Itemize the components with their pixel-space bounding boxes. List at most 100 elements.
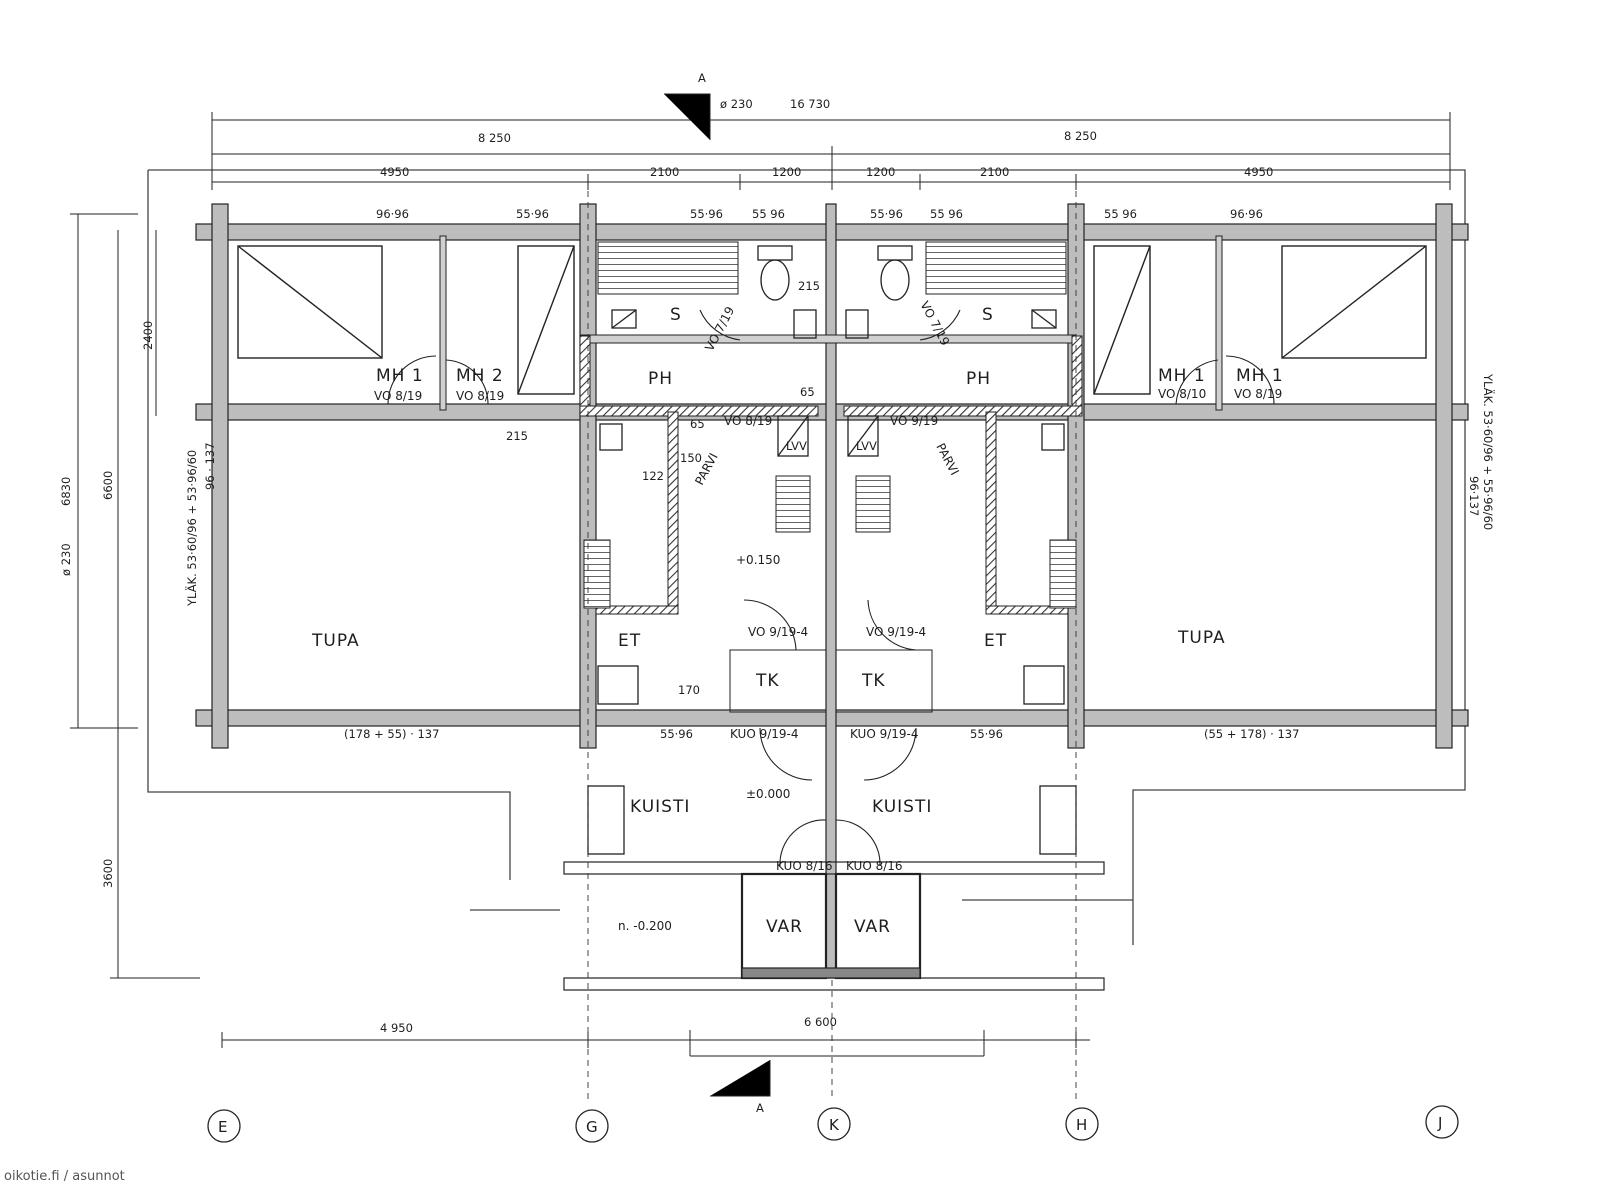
exterior-walls bbox=[195, 203, 1469, 975]
window-label: 55 96 bbox=[930, 207, 963, 221]
dim-left-6600: 6600 bbox=[101, 471, 115, 500]
window-label: (178 + 55) · 137 bbox=[344, 727, 439, 741]
room-closet-right: TK bbox=[861, 671, 886, 691]
dim-half-right: 8 250 bbox=[1064, 129, 1097, 143]
lvv-label: LVV bbox=[786, 439, 807, 453]
axis-label: K bbox=[829, 1116, 840, 1134]
note: 215 bbox=[506, 429, 528, 443]
dim-left-diameter: ø 230 bbox=[59, 543, 73, 576]
window-label: YLÄK. 53·60/96 + 55·96/60 bbox=[1481, 373, 1496, 530]
section-marker: A bbox=[756, 1101, 764, 1115]
dim-segment: 2100 bbox=[650, 165, 679, 179]
grid-axis-labels: E G K H J bbox=[218, 1114, 1442, 1136]
room-storage-right: VAR bbox=[854, 917, 891, 937]
dim-total-diameter: ø 230 bbox=[720, 97, 753, 111]
room-living-right: TUPA bbox=[1177, 628, 1226, 648]
dimension-texts: ø 230 16 730 8 250 8 250 4950 2100 1200 … bbox=[59, 71, 1273, 1115]
window-label: 96·96 bbox=[376, 207, 409, 221]
dim-segment: 2100 bbox=[980, 165, 1009, 179]
bedroom-furniture bbox=[237, 245, 1427, 395]
room-entrance-right: ET bbox=[984, 631, 1007, 651]
dim-left-2400: 2400 bbox=[141, 321, 155, 350]
window-label: 55·96 bbox=[690, 207, 723, 221]
note: 170 bbox=[678, 683, 700, 697]
room-washroom-right: PH bbox=[966, 369, 991, 389]
note: 150 bbox=[680, 451, 702, 465]
window-label: 96·96 bbox=[1230, 207, 1263, 221]
axis-label: J bbox=[1437, 1114, 1442, 1132]
room-porch-right: KUISTI bbox=[872, 797, 932, 817]
room-mh2-left: MH 2 bbox=[456, 366, 504, 386]
note: 65 bbox=[690, 417, 705, 431]
dim-segment: 1200 bbox=[772, 165, 801, 179]
dim-bottom: 4 950 bbox=[380, 1021, 413, 1035]
note: 215 bbox=[798, 279, 820, 293]
window-label: YLÄK. 53·60/96 + 53·96/60 bbox=[184, 450, 199, 607]
room-mh1-right-b: MH 1 bbox=[1236, 366, 1284, 386]
window-label: 55 96 bbox=[1104, 207, 1137, 221]
window-label: (55 + 178) · 137 bbox=[1204, 727, 1299, 741]
window-label: 96 · 137 bbox=[203, 442, 217, 490]
door-label: KUO 8/16 bbox=[776, 859, 833, 873]
axis-label: G bbox=[586, 1118, 598, 1136]
door-swings bbox=[387, 309, 1275, 867]
door-label: VO 9/19-4 bbox=[748, 625, 808, 639]
watermark: oikotie.fi / asunnot bbox=[4, 1169, 125, 1184]
door-label: VO 7/19 bbox=[702, 304, 737, 353]
window-labels: 96·96 55·96 55·96 55 96 55·96 55 96 55 9… bbox=[184, 207, 1496, 741]
dimension-lines bbox=[70, 93, 1451, 1097]
level-label: n. -0.200 bbox=[618, 919, 672, 933]
dim-segment: 4950 bbox=[1244, 165, 1273, 179]
loft-label: PARVI bbox=[933, 441, 961, 478]
axis-label: E bbox=[218, 1118, 227, 1136]
door-label: KUO 9/19-4 bbox=[850, 727, 919, 741]
room-living-left: TUPA bbox=[311, 631, 360, 651]
room-washroom-left: PH bbox=[648, 369, 673, 389]
door-label: VO 8/19 bbox=[1234, 387, 1282, 401]
room-mh1-left: MH 1 bbox=[376, 366, 424, 386]
window-label: 55·96 bbox=[660, 727, 693, 741]
level-label: ±0.000 bbox=[746, 787, 790, 801]
axis-label: H bbox=[1076, 1116, 1087, 1134]
door-label: VO 8/10 bbox=[1158, 387, 1206, 401]
level-label: +0.150 bbox=[736, 553, 780, 567]
dim-left-total: 6830 bbox=[59, 477, 73, 506]
sauna-benches bbox=[583, 241, 1077, 609]
window-label: 55 96 bbox=[752, 207, 785, 221]
window-label: 55·96 bbox=[870, 207, 903, 221]
door-label: KUO 9/19-4 bbox=[730, 727, 799, 741]
dim-half-left: 8 250 bbox=[478, 131, 511, 145]
room-closet-left: TK bbox=[755, 671, 780, 691]
room-porch-left: KUISTI bbox=[630, 797, 690, 817]
door-label: VO 8/19 bbox=[374, 389, 422, 403]
room-sauna-right: S bbox=[982, 305, 994, 325]
dim-segment: 1200 bbox=[866, 165, 895, 179]
dim-bottom: 6 600 bbox=[804, 1015, 837, 1029]
room-storage-left: VAR bbox=[766, 917, 803, 937]
window-label: 55·96 bbox=[516, 207, 549, 221]
note: 65 bbox=[800, 385, 815, 399]
room-entrance-left: ET bbox=[618, 631, 641, 651]
note: 122 bbox=[642, 469, 664, 483]
grid-axes bbox=[207, 1105, 1459, 1143]
room-mh1-right-a: MH 1 bbox=[1158, 366, 1206, 386]
bathroom-fixtures bbox=[587, 245, 1077, 855]
door-label: VO 8/19 bbox=[456, 389, 504, 403]
lvv-label: LVV bbox=[856, 439, 877, 453]
dim-total: 16 730 bbox=[790, 97, 830, 111]
eaves-outline bbox=[147, 169, 1466, 945]
window-label: 96·137 bbox=[1467, 476, 1481, 516]
room-labels: MH 1 MH 2 S PH TUPA ET TK KUISTI VAR VAR… bbox=[311, 305, 1284, 937]
window-label: 55·96 bbox=[970, 727, 1003, 741]
room-sauna-left: S bbox=[670, 305, 682, 325]
dim-left-3600: 3600 bbox=[101, 859, 115, 888]
dim-segment: 4950 bbox=[380, 165, 409, 179]
door-label: VO 9/19 bbox=[890, 414, 938, 428]
door-label: VO 9/19-4 bbox=[866, 625, 926, 639]
section-marker: A bbox=[698, 71, 706, 85]
door-label: KUO 8/16 bbox=[846, 859, 903, 873]
interior-walls bbox=[439, 235, 1223, 713]
door-label: VO 8/19 bbox=[724, 414, 772, 428]
porch-walls bbox=[563, 861, 1105, 991]
